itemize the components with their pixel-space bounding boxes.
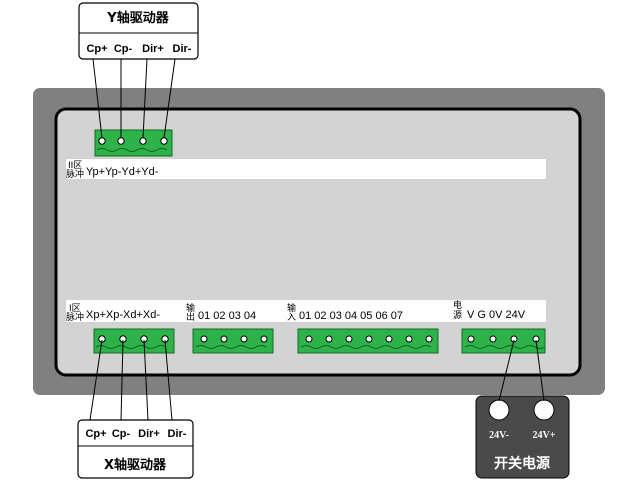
y-driver-pin-cp-plus: Cp+ xyxy=(86,43,107,55)
input-terminal-screw xyxy=(405,335,413,343)
zone2-pulse-label: 脉冲 xyxy=(66,168,84,180)
input-terminal-screw xyxy=(425,335,433,343)
input-terminal-screw xyxy=(345,335,353,343)
output-pin-labels: 01 02 03 04 xyxy=(198,310,256,322)
y-driver-box: Y轴驱动器 Cp+ Cp- Dir+ Dir- xyxy=(78,2,199,60)
wire-yd-plus xyxy=(142,58,148,139)
wire-yp-plus xyxy=(92,58,103,139)
wire-24v xyxy=(535,339,545,402)
output-terminal-screw xyxy=(200,335,208,343)
wire-0v xyxy=(498,339,515,402)
x-driver-wires xyxy=(89,339,173,421)
input-terminal-screw xyxy=(365,335,373,343)
wire-xd-minus xyxy=(164,339,173,421)
zone2-terminal-screw xyxy=(98,137,106,145)
zone1-pulse-label: 脉冲 xyxy=(66,311,84,323)
zone2-signal-labels: Yp+Yp-Yd+Yd- xyxy=(86,166,159,178)
wire-yd-minus xyxy=(163,58,176,139)
psu-title: 开关电源 xyxy=(494,455,550,472)
input-terminal-screw xyxy=(385,335,393,343)
input-label-bottom: 入 xyxy=(287,312,296,323)
y-driver-pin-dir-plus: Dir+ xyxy=(142,43,164,55)
zone2-terminal-screw xyxy=(139,137,147,145)
input-terminal-screw xyxy=(325,335,333,343)
wire-xd-plus xyxy=(143,339,149,421)
wire-xp-minus xyxy=(120,339,124,421)
psu-wires xyxy=(498,339,545,402)
zone2-terminal-screw xyxy=(160,137,168,145)
x-driver-pin-dir-minus: Dir- xyxy=(168,428,187,440)
power-terminal-screw xyxy=(467,335,475,343)
x-driver-pin-cp-plus: Cp+ xyxy=(85,428,106,440)
y-driver-pin-dir-minus: Dir- xyxy=(173,43,192,55)
input-label-top: 输 xyxy=(287,302,296,314)
switch-power-supply: 24V- 24V+ 开关电源 xyxy=(475,395,570,479)
y-driver-title: Y轴驱动器 xyxy=(106,10,169,26)
output-terminal-screw xyxy=(260,335,268,343)
zone2-label-strip xyxy=(66,159,546,179)
power-label-bottom: 源 xyxy=(453,310,462,321)
zone1-terminal-block xyxy=(93,328,175,354)
output-label-bottom: 出 xyxy=(186,311,195,323)
zone1-zone-label: I区 xyxy=(69,303,81,314)
power-pin-labels: V G 0V 24V xyxy=(467,309,526,321)
y-driver-wires xyxy=(92,58,176,139)
zone2-terminal-screw xyxy=(117,137,125,145)
power-terminal-block xyxy=(461,328,546,354)
zone1-signal-labels: Xp+Xp-Xd+Xd- xyxy=(86,309,160,321)
x-driver-box: Cp+ Cp- Dir+ Dir- X轴驱动器 xyxy=(77,419,194,479)
bottom-label-strip xyxy=(66,300,546,322)
wire-xp-plus xyxy=(89,339,103,421)
x-driver-pin-dir-plus: Dir+ xyxy=(138,428,160,440)
y-driver-pin-cp-minus: Cp- xyxy=(114,43,133,55)
zone2-terminal-block xyxy=(94,129,173,157)
psu-terminal-positive xyxy=(533,399,555,421)
output-terminal-screw xyxy=(220,335,228,343)
output-terminal-block xyxy=(192,328,274,354)
x-driver-title: X轴驱动器 xyxy=(104,457,167,473)
input-terminal-screw xyxy=(305,335,313,343)
input-terminal-block xyxy=(297,328,439,354)
psu-label-24v-plus: 24V+ xyxy=(533,430,556,441)
output-terminal-screw xyxy=(240,335,248,343)
power-label-top: 电 xyxy=(453,299,462,311)
psu-terminal-negative xyxy=(488,399,510,421)
zone2-zone-label: II区 xyxy=(68,160,82,171)
psu-label-24v-minus: 24V- xyxy=(489,430,509,441)
output-label-top: 输 xyxy=(186,302,195,314)
input-pin-labels: 01 02 03 04 05 06 07 xyxy=(299,310,403,322)
x-driver-pin-cp-minus: Cp- xyxy=(112,428,131,440)
power-terminal-screw xyxy=(489,335,497,343)
